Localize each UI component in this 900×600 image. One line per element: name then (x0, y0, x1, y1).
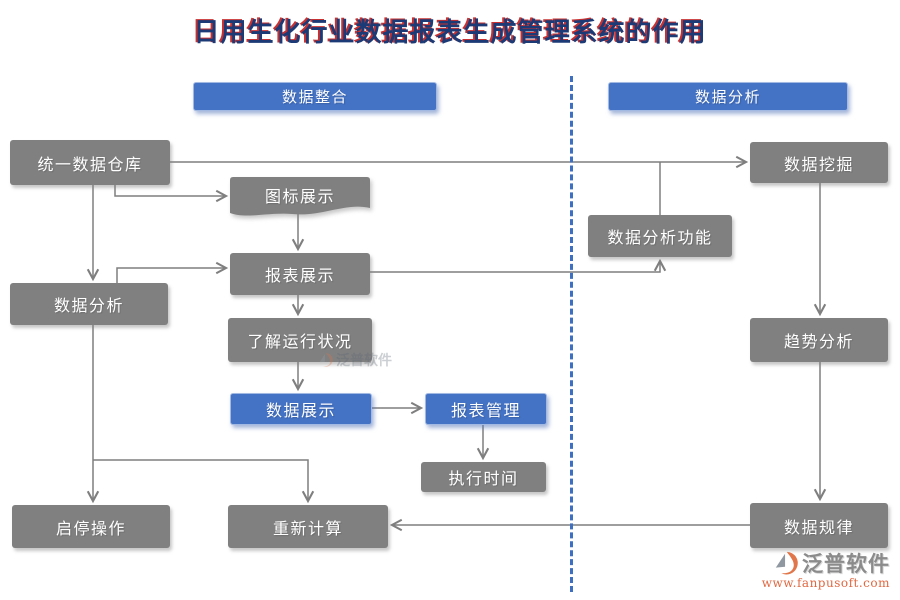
fanpu-logo-icon (319, 353, 333, 367)
node-icon-display: 图标展示 (230, 177, 370, 221)
node-report-management: 报表管理 (425, 393, 547, 425)
node-trend-analysis: 趋势分析 (750, 318, 888, 362)
node-recalculate: 重新计算 (228, 505, 388, 548)
arrow-analysis-to-reportdisp (116, 261, 229, 283)
fanpu-logo-icon (775, 551, 798, 575)
node-understand-operation-status: 了解运行状况 (228, 318, 372, 362)
arrow-warehouse-to-icondisp (114, 185, 229, 203)
node-data-analysis-function: 数据分析功能 (588, 215, 732, 257)
node-start-stop-operation: 启停操作 (12, 505, 170, 548)
arrow-analysis-to-recalc (93, 459, 315, 504)
node-data-display: 数据展示 (230, 393, 372, 425)
node-unified-data-warehouse: 统一数据仓库 (10, 140, 170, 185)
node-data-analysis-left: 数据分析 (10, 283, 168, 325)
watermark-brand: 泛普软件 (802, 551, 890, 576)
section-header-data-analysis: 数据分析 (608, 82, 848, 111)
section-header-data-integration: 数据整合 (193, 82, 437, 111)
document-shape (230, 177, 370, 216)
node-report-display: 报表展示 (230, 253, 370, 295)
watermark-url: www.fanpusoft.com (761, 576, 890, 590)
node-data-pattern: 数据规律 (750, 503, 888, 548)
node-icon-display-label: 图标展示 (264, 187, 335, 206)
arrow-reportdisp-to-daf (370, 258, 667, 273)
section-divider-line (570, 76, 573, 592)
watermark-faint: 泛普软件 (318, 350, 392, 370)
node-data-mining: 数据挖掘 (750, 142, 888, 183)
node-execution-time: 执行时间 (421, 462, 546, 492)
page-title: 日用生化行业数据报表生成管理系统的作用 (193, 18, 707, 48)
watermark: 泛普软件 www.fanpusoft.com (740, 548, 890, 590)
watermark-faint-text: 泛普软件 (336, 353, 392, 369)
